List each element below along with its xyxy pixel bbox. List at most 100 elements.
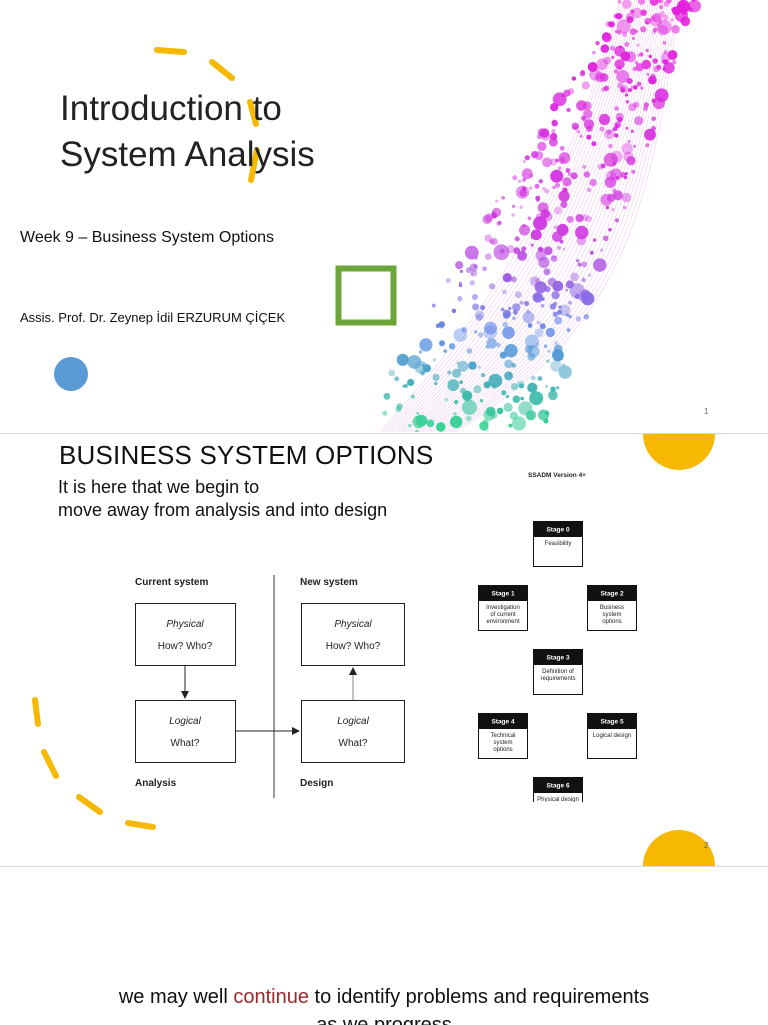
swirl-line [436,0,666,432]
particle-dot [468,361,477,370]
stage-header [478,585,528,600]
particle-dot [566,328,571,332]
particle-dot [600,44,610,53]
title-line-2: System Analysis [60,135,315,174]
particle-dot [608,143,613,149]
particle-dot [540,304,545,308]
particle-dot [534,278,541,284]
particle-dot [522,311,535,324]
particle-dot [543,344,548,348]
particle-dot [643,102,649,108]
particle-dot [500,307,505,312]
particle-dot [641,59,652,70]
particle-dot [569,283,585,299]
particle-dot [550,169,564,183]
particle-dot [538,179,543,184]
stage-header [478,713,528,728]
particle-dot [560,156,564,160]
particle-dot [484,253,492,260]
particle-dot [566,107,571,113]
particle-dot [608,228,612,232]
particle-dot [497,220,502,225]
particle-dot [624,172,628,176]
yellow-half-circle-top [643,434,715,470]
particle-dot [550,386,556,392]
particle-dot [646,72,650,76]
particle-dot [633,101,640,108]
particle-dot [539,323,546,330]
particle-dot [652,12,662,23]
particle-dot [496,407,504,415]
particle-dot [503,402,513,412]
particle-dot [627,139,631,144]
accent-word: continue [233,986,309,1008]
label-analysis: Analysis [135,778,177,789]
particle-dot [554,341,559,346]
particle-dot [519,300,524,305]
particle-dot [597,163,604,170]
particle-dot [485,213,494,222]
particle-dot [518,383,525,389]
stage-description: system [602,612,621,618]
particle-dot [517,250,527,261]
particle-dot [536,320,541,325]
slide-3: we may well continue to identify problem… [0,866,768,1025]
particle-dot [634,61,639,65]
particle-dot [529,276,540,287]
particle-dot [534,281,547,294]
particle-dot [596,58,608,71]
particle-dot [416,411,420,415]
particle-dot [559,304,571,316]
stage-description: Feasibility [545,541,572,547]
particle-dot [535,249,547,261]
particle-dot [493,244,510,261]
particle-dot [649,0,659,6]
particle-dot [432,373,440,381]
particle-dot [534,328,544,338]
particle-dot [457,296,463,302]
particle-dot [663,50,668,55]
box-new-physical [301,603,405,666]
particle-dot [483,381,491,389]
particle-dot [527,216,532,221]
particle-dot [537,141,547,151]
particle-dot [575,214,584,223]
particle-dot [482,266,487,272]
particle-dot [510,383,519,391]
particle-dot [657,24,669,36]
arc-dash [209,59,235,81]
particle-dot [659,5,664,10]
particle-dot [626,156,636,166]
particle-dot [552,311,559,317]
particle-dot [532,292,543,303]
particle-dot [513,310,518,315]
particle-dot [436,422,446,432]
particle-dot [633,85,638,90]
stage-description: environment [486,619,519,625]
particle-dot [492,207,502,217]
particle-dot [415,429,419,432]
swirl-line [391,0,630,432]
particle-dot [611,208,615,212]
particle-dot [605,205,610,210]
arc-dash [248,147,260,183]
stage-description: Technical [490,733,515,739]
particle-dot [640,9,647,16]
stage-description: Investigation [486,605,520,611]
particle-dot [521,168,533,180]
particle-dot [542,157,552,168]
particle-dot [609,168,623,181]
particle-dot [453,328,468,342]
particle-dot [445,278,451,283]
swirl-line [379,0,621,432]
stage-label: Stage 6 [546,783,570,790]
particle-dot [383,392,391,400]
particle-dot [619,45,623,49]
swirl-line [430,0,662,432]
particle-dot [396,353,409,366]
stage-body [587,728,637,759]
particle-dot [440,325,444,329]
particle-dot [537,202,549,214]
particle-dot [530,235,534,239]
particle-dot [640,26,647,33]
